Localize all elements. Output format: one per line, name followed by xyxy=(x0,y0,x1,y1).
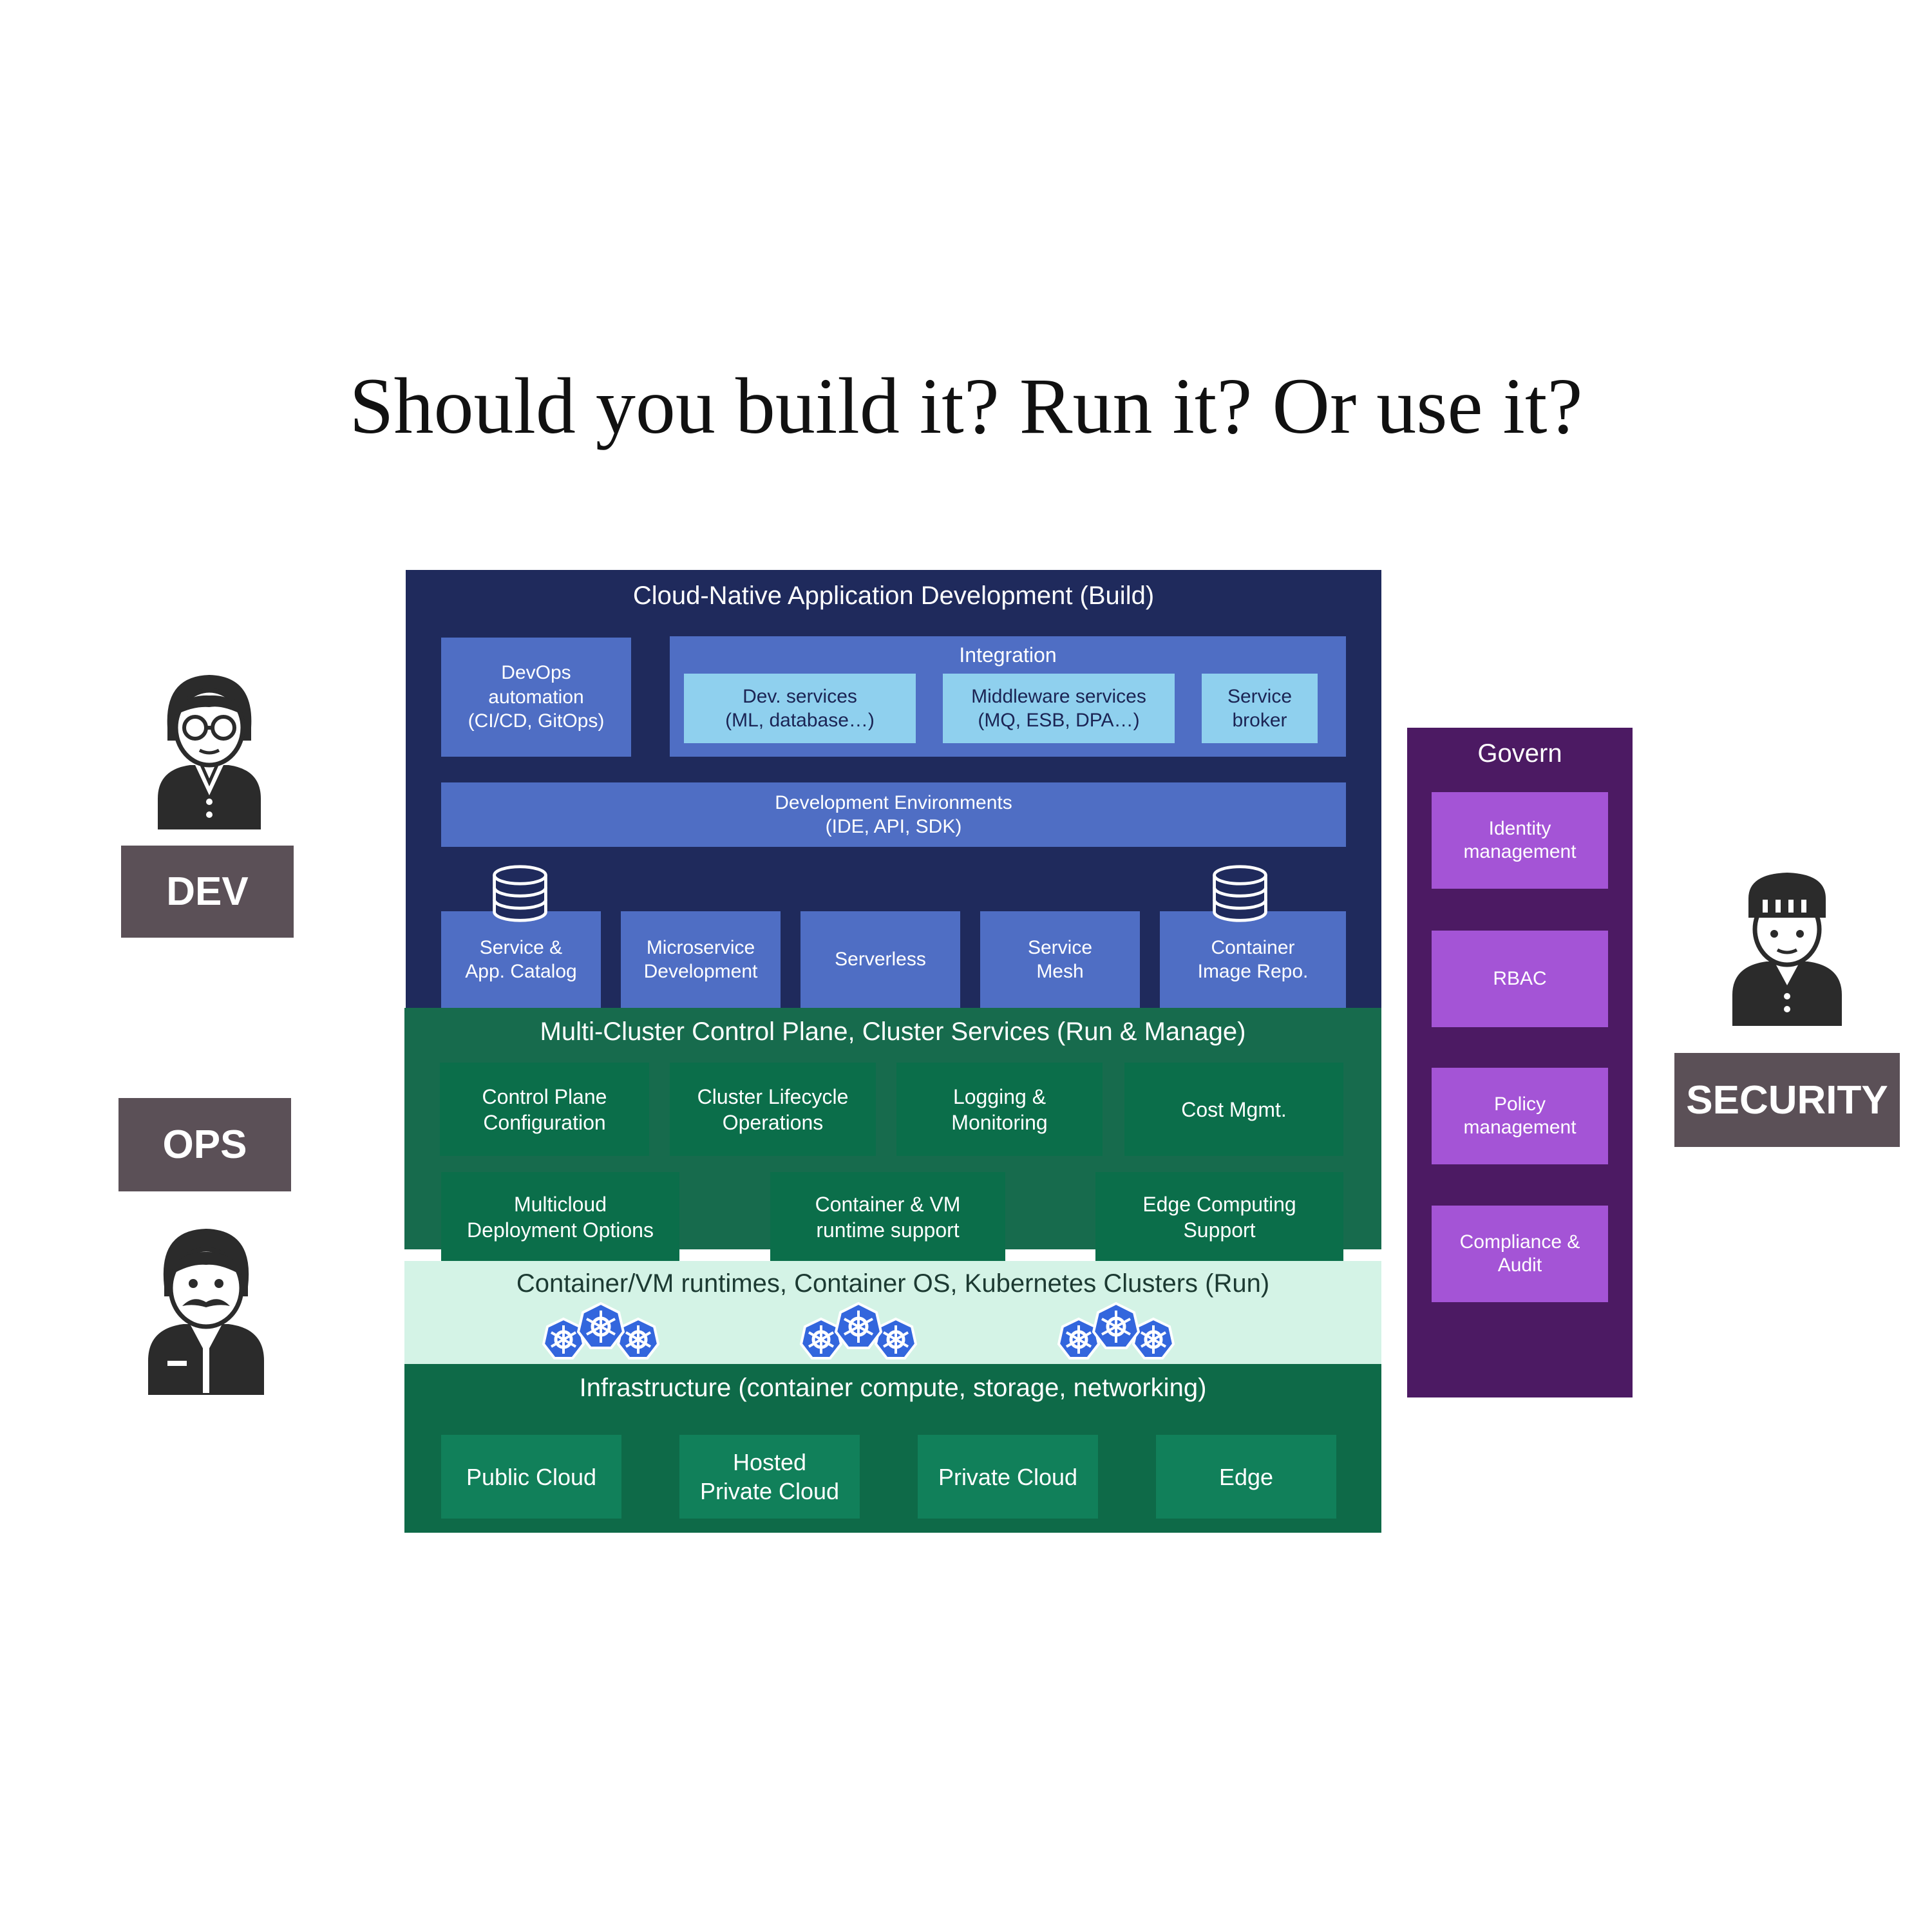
integration-group: Integration Dev. services (ML, database…… xyxy=(670,636,1346,757)
dev-services-box: Dev. services (ML, database…) xyxy=(684,674,916,743)
microservice-development-tile: Microservice Development xyxy=(621,911,781,1008)
govern-title: Govern xyxy=(1477,739,1562,768)
rbac-box: RBAC xyxy=(1432,931,1608,1027)
public-cloud-box: Public Cloud xyxy=(441,1435,621,1519)
run-section: Container/VM runtimes, Container OS, Kub… xyxy=(404,1261,1381,1364)
container-image-repo-tile: Container Image Repo. xyxy=(1160,911,1346,1008)
devops-automation-box: DevOps automation (CI/CD, GitOps) xyxy=(441,638,631,757)
infrastructure-section: Infrastructure (container compute, stora… xyxy=(404,1364,1381,1533)
development-environments-box: Development Environments (IDE, API, SDK) xyxy=(441,782,1346,847)
edge-computing-support-box: Edge Computing Support xyxy=(1095,1172,1343,1262)
policy-management-box: Policy management xyxy=(1432,1068,1608,1164)
hosted-private-cloud-box: Hosted Private Cloud xyxy=(679,1435,860,1519)
serverless-tile: Serverless xyxy=(800,911,960,1008)
kubernetes-helm-icon xyxy=(1057,1302,1175,1359)
kubernetes-helm-icon xyxy=(799,1302,918,1359)
private-cloud-box: Private Cloud xyxy=(918,1435,1098,1519)
service-catalog-tile: Service & App. Catalog xyxy=(441,911,601,1008)
ops-role-label: OPS xyxy=(118,1098,291,1191)
edge-box: Edge xyxy=(1156,1435,1336,1519)
govern-section: Govern Identity management RBAC Policy m… xyxy=(1407,728,1633,1397)
security-person-icon xyxy=(1732,873,1842,1026)
integration-title: Integration xyxy=(959,643,1057,667)
service-mesh-tile: Service Mesh xyxy=(980,911,1140,1008)
cost-management-box: Cost Mgmt. xyxy=(1124,1063,1343,1156)
infrastructure-title: Infrastructure (container compute, stora… xyxy=(579,1374,1207,1402)
developer-person-icon xyxy=(158,675,261,829)
middleware-services-box: Middleware services (MQ, ESB, DPA…) xyxy=(943,674,1175,743)
build-section-title: Cloud-Native Application Development (Bu… xyxy=(632,581,1155,610)
operator-person-icon xyxy=(148,1229,264,1395)
build-section: Cloud-Native Application Development (Bu… xyxy=(406,570,1381,1008)
container-vm-runtime-box: Container & VM runtime support xyxy=(770,1172,1005,1262)
database-icon xyxy=(1213,865,1267,922)
dev-role-label: DEV xyxy=(121,846,294,938)
cluster-lifecycle-operations-box: Cluster Lifecycle Operations xyxy=(670,1063,876,1156)
service-broker-box: Service broker xyxy=(1202,674,1318,743)
identity-management-box: Identity management xyxy=(1432,792,1608,889)
run-section-title: Container/VM runtimes, Container OS, Kub… xyxy=(516,1269,1270,1298)
logging-monitoring-box: Logging & Monitoring xyxy=(896,1063,1103,1156)
control-plane-configuration-box: Control Plane Configuration xyxy=(440,1063,649,1156)
page-title: Should you build it? Run it? Or use it? xyxy=(349,362,1583,450)
run-manage-section: Multi-Cluster Control Plane, Cluster Ser… xyxy=(404,1008,1381,1262)
kubernetes-helm-icon xyxy=(542,1302,660,1359)
security-role-label: SECURITY xyxy=(1674,1053,1900,1147)
multicloud-deployment-box: Multicloud Deployment Options xyxy=(441,1172,679,1262)
compliance-audit-box: Compliance & Audit xyxy=(1432,1206,1608,1302)
run-manage-title: Multi-Cluster Control Plane, Cluster Ser… xyxy=(540,1018,1246,1046)
database-icon xyxy=(493,865,547,922)
